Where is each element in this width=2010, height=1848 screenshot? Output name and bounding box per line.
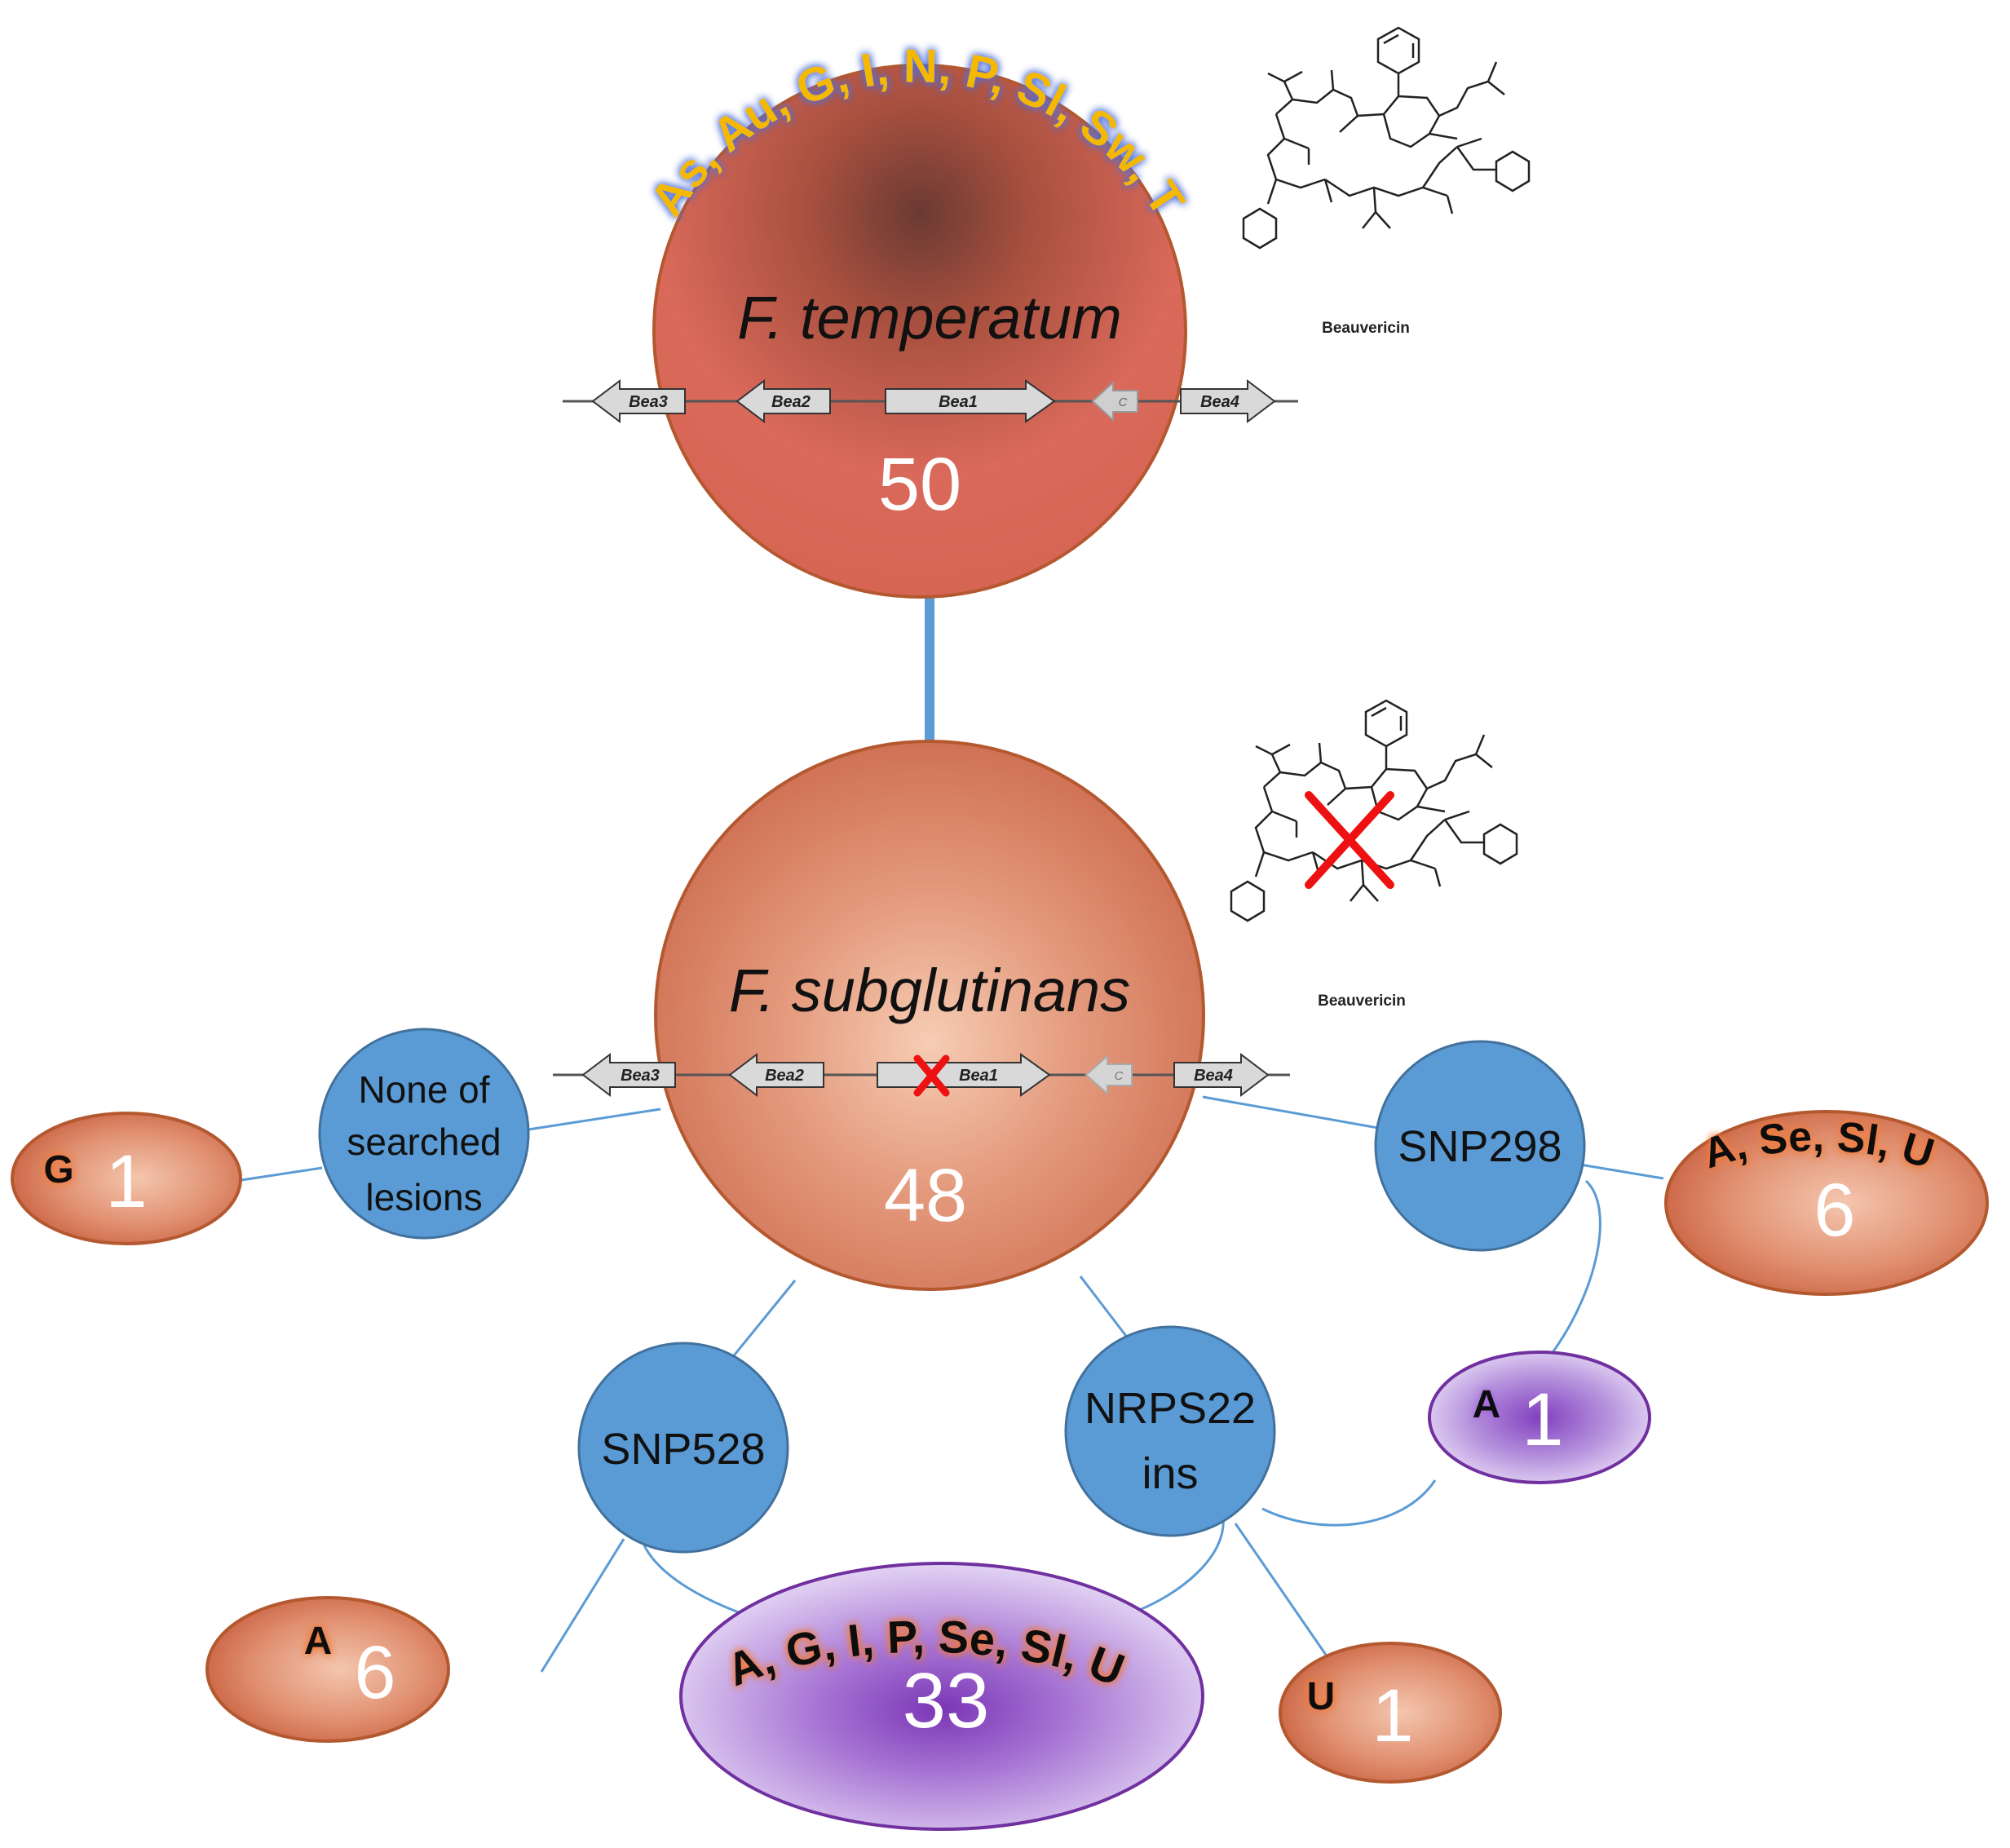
node-none-line2: searched	[347, 1121, 501, 1163]
edge-none-to-g1	[241, 1166, 323, 1182]
gene-c-mid-label: C	[1115, 1069, 1124, 1083]
node-f-subglutinans-count: 48	[884, 1154, 967, 1237]
gene-bea2-top: Bea2	[736, 378, 831, 424]
beauvericin-cross-icon	[1305, 791, 1394, 889]
node-none-line1: None of	[358, 1068, 489, 1111]
haplotype-a1-ellipse	[1428, 1351, 1651, 1484]
haplotype-a1-regions: A	[1473, 1383, 1501, 1426]
gene-bea4-top-arrow	[1180, 378, 1276, 424]
node-snp298: SNP298	[1374, 1040, 1586, 1252]
gene-bea4-top-label: Bea4	[1200, 393, 1239, 411]
haplotype-a6-ellipse	[205, 1596, 450, 1743]
network-edges	[241, 595, 1664, 1673]
haplotype-u1-regions: U	[1307, 1675, 1336, 1718]
haplotype-a1: A 1	[1428, 1351, 1651, 1484]
gene-bea2-mid: Bea2	[728, 1052, 824, 1098]
gene-c-top-arrow	[1091, 380, 1138, 422]
haplotype-a6-count: 6	[354, 1631, 395, 1714]
gene-bea2-mid-label: Bea2	[765, 1067, 804, 1085]
haplotype-big-count: 33	[903, 1657, 990, 1744]
node-snp528-circle	[577, 1342, 789, 1554]
node-f-temperatum: As, Au, G, I, N, P, Sl, Sw, T F. tempera…	[640, 40, 1195, 599]
node-snp298-label: SNP298	[1398, 1122, 1562, 1171]
node-nrps22-circle	[1064, 1325, 1276, 1537]
edge-mid-to-snp298	[1202, 1095, 1379, 1130]
beauvericin-label-top: Beauvericin	[1322, 320, 1410, 337]
gene-c-mid: C	[1085, 1054, 1133, 1096]
edge-snp298-to-asesu	[1579, 1163, 1664, 1180]
node-none-of-searched-lesions: None of searched lesions	[318, 1028, 530, 1240]
gene-bea1-top: Bea1	[885, 379, 1056, 423]
edge-nrps22-to-a1	[1261, 1479, 1437, 1527]
node-f-subglutinans: F. subglutinans 48	[654, 740, 1205, 1291]
gene-c-top-label: C	[1119, 396, 1128, 409]
haplotype-u1-ellipse	[1279, 1642, 1502, 1784]
node-none-circle	[318, 1028, 530, 1240]
gene-bea2-top-label: Bea2	[771, 393, 811, 411]
edge-snp298-to-a1	[1552, 1179, 1601, 1352]
node-nrps22-line1: NRPS22	[1085, 1384, 1256, 1433]
beauvericin-label-mid: Beauvericin	[1318, 993, 1406, 1010]
edge-mid-to-nrps22	[1079, 1275, 1135, 1346]
gene-cluster-top: Bea3 Bea2 Bea1 C Bea4	[563, 378, 1298, 424]
haplotype-g1-ellipse	[11, 1112, 242, 1245]
node-f-temperatum-species: F. temperatum	[737, 284, 1122, 351]
haplotype-a-se-sl-u: A, Se, Sl, U 6	[1664, 1110, 1989, 1296]
gene-bea3-mid-label: Bea3	[621, 1067, 660, 1085]
node-snp528: SNP528	[577, 1342, 789, 1554]
edge-nrps22-to-u1	[1234, 1523, 1329, 1658]
haplotype-a-se-sl-u-count: 6	[1813, 1169, 1855, 1252]
node-snp528-label: SNP528	[601, 1425, 765, 1474]
gene-bea2-mid-arrow	[728, 1052, 824, 1098]
haplotype-a1-count: 1	[1522, 1378, 1563, 1461]
haplotype-g1-regions: G	[43, 1148, 73, 1191]
haplotype-a6: A 6	[205, 1596, 450, 1743]
haplotype-a6-regions: A	[304, 1620, 333, 1663]
node-f-temperatum-circle	[652, 64, 1187, 599]
haplotype-a-se-sl-u-ellipse	[1664, 1110, 1989, 1296]
gene-bea3-mid-arrow	[581, 1052, 676, 1098]
node-snp298-circle	[1374, 1040, 1586, 1252]
haplotype-g1-count: 1	[105, 1140, 147, 1223]
haplotype-u1-count: 1	[1372, 1674, 1413, 1757]
gene-bea1-knockout-cross-icon	[913, 1054, 950, 1097]
node-f-temperatum-count: 50	[878, 443, 961, 526]
gene-bea4-mid-label: Bea4	[1194, 1067, 1233, 1085]
haplotype-u1: U 1	[1279, 1642, 1502, 1784]
gene-bea3-top-arrow	[591, 378, 686, 424]
gene-bea3-top: Bea3	[591, 378, 686, 424]
edge-nrps22-to-big	[1137, 1516, 1225, 1612]
node-none-line3: lesions	[365, 1176, 482, 1218]
gene-bea1-mid-label: Bea1	[959, 1067, 998, 1085]
node-f-subglutinans-species: F. subglutinans	[729, 957, 1130, 1024]
gene-bea1-top-label: Bea1	[939, 393, 978, 411]
gene-bea4-mid-arrow	[1173, 1052, 1270, 1098]
beauvericin-structure-mid: Beauvericin	[1230, 699, 1518, 1010]
gene-c-mid-arrow	[1085, 1054, 1133, 1096]
gene-bea2-top-arrow	[736, 378, 831, 424]
edge-mid-to-snp528	[722, 1280, 797, 1368]
node-f-subglutinans-circle	[654, 740, 1205, 1291]
gene-bea1-top-arrow	[885, 379, 1056, 423]
edge-snp528-to-big	[643, 1545, 751, 1618]
edge-mid-to-none	[528, 1107, 661, 1131]
gene-bea3-top-label: Bea3	[629, 393, 668, 411]
node-nrps22-ins: NRPS22 ins	[1064, 1325, 1276, 1537]
haplotype-big: A, G, I, P, Se, Sl, U 33	[679, 1562, 1204, 1831]
gene-bea4-mid: Bea4	[1173, 1052, 1270, 1098]
gene-c-top: C	[1091, 380, 1138, 422]
edge-snp528-to-a6	[540, 1538, 625, 1673]
gene-bea4-top: Bea4	[1180, 378, 1276, 424]
haplotype-big-ellipse	[679, 1562, 1204, 1831]
gene-bea3-mid: Bea3	[581, 1052, 676, 1098]
gene-cluster-mid: Bea3 Bea2 Bea1 C Bea4	[553, 1052, 1290, 1098]
haplotype-g1: G 1	[11, 1112, 242, 1245]
beauvericin-structure-top: Beauvericin	[1242, 26, 1531, 337]
node-nrps22-line2: ins	[1142, 1449, 1198, 1498]
